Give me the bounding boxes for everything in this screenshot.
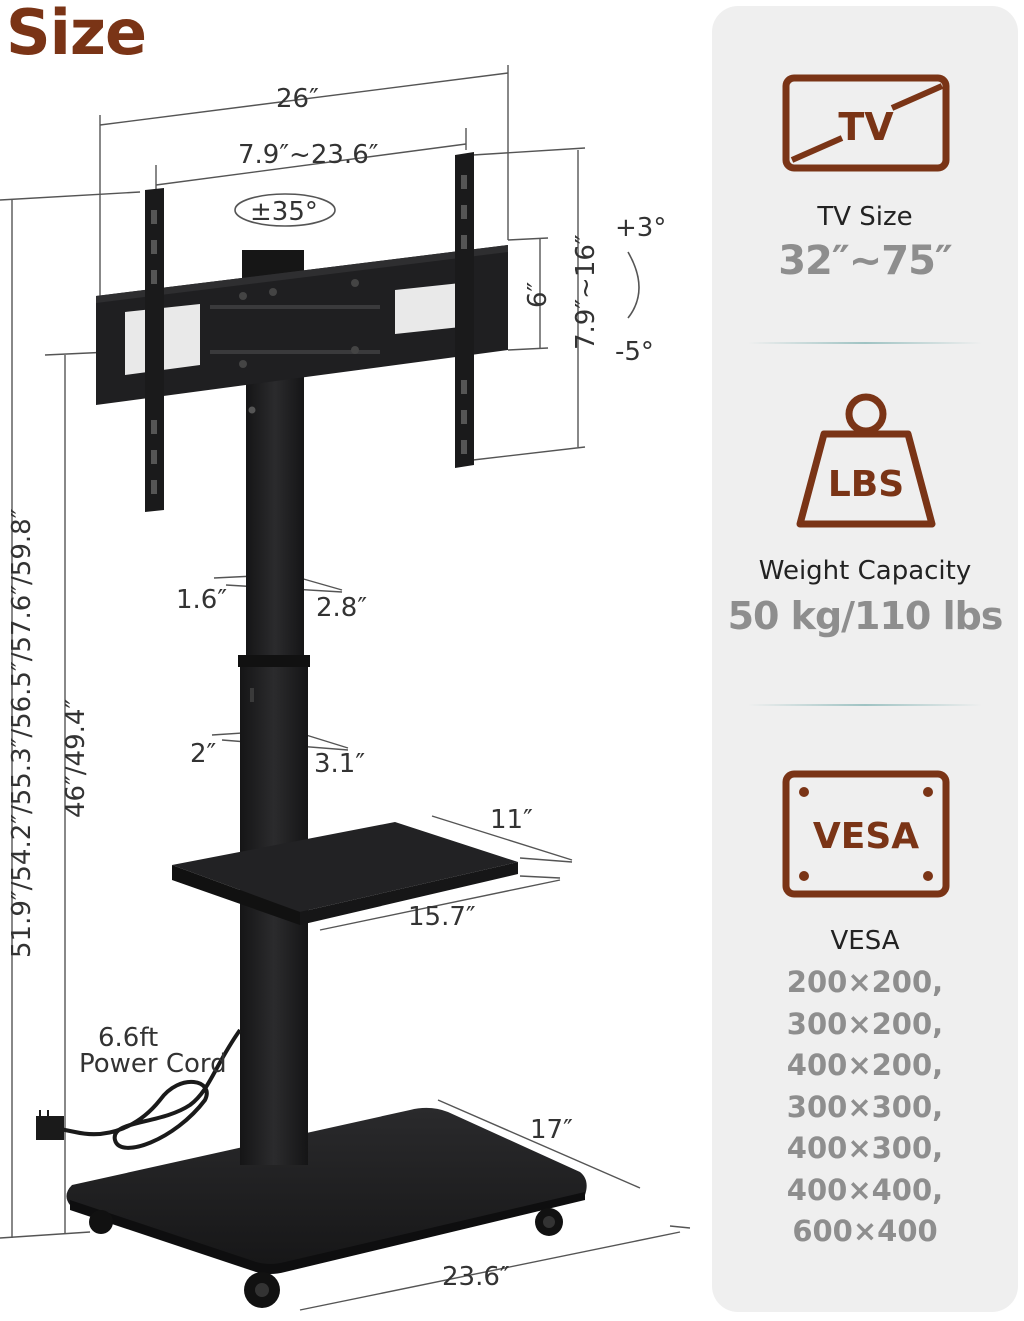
shelf-height-label: 46″/49.4″ xyxy=(61,699,91,818)
tv-stand-diagram: 26″ 7.9″~23.6″ ±35° +3° -5° 6″ 7.9″~16″ … xyxy=(0,65,691,1311)
upper-column-depth-label: 1.6″ xyxy=(176,585,227,615)
page-title: Size xyxy=(6,0,147,69)
tilt-up-label: +3° xyxy=(615,213,666,243)
vesa-label: VESA xyxy=(830,926,900,956)
stand-base xyxy=(66,1107,587,1308)
stand-column xyxy=(238,375,310,1165)
tv-icon: TV xyxy=(782,74,950,172)
power-cord xyxy=(36,1028,242,1150)
spec-panel: TV TV Size 32″~75″ LBS Weight Capacity 5… xyxy=(712,6,1018,1312)
shelf-depth-label: 11″ xyxy=(490,805,533,835)
vesa-icon: VESA xyxy=(782,770,950,898)
vesa-icon-text: VESA xyxy=(813,816,919,857)
caster-wheel xyxy=(89,1210,113,1234)
plate-spacing-label: 7.9″~23.6″ xyxy=(238,140,379,170)
shelf-width-label: 15.7″ xyxy=(408,902,476,932)
base-width-label: 23.6″ xyxy=(442,1262,510,1292)
vesa-pattern: 400×300, xyxy=(786,1131,944,1165)
tilt-arrow xyxy=(627,251,640,319)
weight-capacity-value: 50 kg/110 lbs xyxy=(727,594,1004,638)
vesa-pattern-list: 200×200, 300×200, 400×200, 300×300, 400×… xyxy=(712,962,1018,1253)
weight-icon-text: LBS xyxy=(828,464,904,505)
base-depth-label: 17″ xyxy=(530,1115,573,1145)
tv-icon-text: TV xyxy=(838,105,894,149)
vesa-pattern: 300×200, xyxy=(786,1006,944,1041)
total-height-label: 51.9″/54.2″/55.3″/56.5″/57.6″/59.8″ xyxy=(7,508,37,958)
bracket-height-label: 6″ xyxy=(523,281,553,308)
tv-mount-bracket xyxy=(96,152,508,512)
weight-icon: LBS xyxy=(796,393,936,528)
weight-capacity-label: Weight Capacity xyxy=(758,556,972,586)
cord-name-label: Power Cord xyxy=(79,1049,227,1079)
tv-size-label: TV Size xyxy=(817,202,913,232)
glass-shelf xyxy=(172,822,518,925)
tv-size-value: 32″~75″ xyxy=(778,238,953,284)
cord-length-label: 6.6ft xyxy=(98,1023,158,1053)
vesa-pattern: 300×300, xyxy=(786,1089,944,1124)
vesa-height-range-label: 7.9″~16″ xyxy=(571,234,601,350)
vesa-pattern: 400×200, xyxy=(786,1048,944,1082)
tilt-down-label: -5° xyxy=(615,337,654,367)
overall-width-label: 26″ xyxy=(276,84,319,114)
lower-column-depth-label: 2″ xyxy=(190,739,217,769)
swivel-label: ±35° xyxy=(250,197,318,227)
lower-column-width-label: 3.1″ xyxy=(314,749,365,779)
vesa-pattern: 400×400, xyxy=(786,1172,944,1207)
divider xyxy=(748,704,982,706)
vesa-pattern: 600×400 xyxy=(792,1214,938,1248)
swivel-indicator xyxy=(234,193,336,227)
vesa-pattern: 200×200, xyxy=(786,965,944,999)
upper-column-width-label: 2.8″ xyxy=(316,593,367,623)
divider xyxy=(748,342,982,344)
